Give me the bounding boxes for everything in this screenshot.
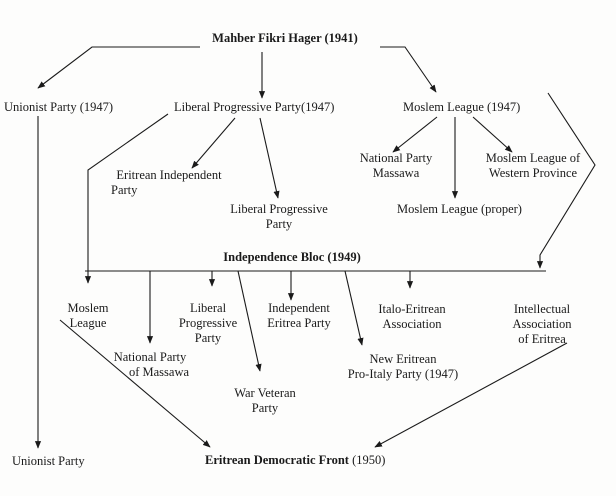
node-line: Pro-Italy Party (1947) — [347, 367, 459, 381]
edge-moslem-to-western — [472, 116, 513, 153]
node-line: War Veteran — [234, 386, 296, 400]
node-eritrean-democratic-front: Eritrean Democratic Front (1950) — [205, 453, 385, 468]
node-line: Party — [194, 331, 222, 345]
edge-liberal-to-liberal-progressive — [259, 117, 280, 199]
edge-intellectual-to-edf — [374, 342, 568, 448]
edge-bloc-to-new-eritrean — [344, 270, 364, 346]
node-bloc-national-party: National Party of Massawa — [100, 350, 200, 380]
node-line: League — [69, 316, 107, 330]
node-independence-bloc: Independence Bloc (1949) — [207, 250, 377, 265]
node-national-party-massawa: National Party Massawa — [346, 151, 446, 181]
node-moslem-league-proper: Moslem League (proper) — [397, 202, 522, 217]
node-line: Progressive — [178, 316, 238, 330]
edf-year: (1950) — [348, 453, 386, 467]
edge-moslem-to-intellectual — [536, 92, 596, 269]
node-line: New Eritrean — [369, 352, 437, 366]
edge-bloc-to-war-veteran — [237, 270, 262, 372]
node-line: Massawa — [372, 166, 420, 180]
edge-moslem-to-national-party — [392, 116, 438, 153]
node-line: Moslem League of — [485, 151, 581, 165]
edge-liberal-to-bloc-moslem — [84, 113, 169, 284]
node-line: Party — [265, 217, 293, 231]
edge-mahber-to-moslem — [380, 46, 437, 93]
node-line: of Massawa — [128, 365, 190, 379]
node-bloc-moslem-league: Moslem League — [58, 301, 118, 331]
node-line: Liberal Progressive Party(1947) — [174, 100, 335, 114]
node-line: Liberal — [189, 301, 227, 315]
node-line: Unionist Party — [12, 454, 85, 468]
node-line: Party — [111, 183, 138, 197]
node-unionist-party-1947: Unionist Party (1947) — [4, 100, 113, 115]
node-liberal-progressive-1947: Liberal Progressive Party(1947) — [174, 100, 334, 115]
node-line: Moslem League (1947) — [403, 100, 521, 114]
node-line: Moslem — [67, 301, 109, 315]
node-war-veteran-party: War Veteran Party — [225, 386, 305, 416]
node-intellectual-association: Intellectual Association of Eritrea — [492, 302, 592, 347]
node-line: Independence Bloc (1949) — [223, 250, 361, 264]
node-line: Western Province — [488, 166, 578, 180]
node-line: National Party — [113, 350, 187, 364]
edge-liberal-to-eritrean-independent — [191, 117, 236, 169]
edf-name: Eritrean Democratic Front — [205, 453, 349, 467]
node-bloc-liberal-progressive: Liberal Progressive Party — [165, 301, 251, 346]
node-line: Unionist Party (1947) — [4, 100, 114, 114]
node-line: National Party — [359, 151, 433, 165]
node-eritrean-independent-party: Eritrean Independent Party — [103, 168, 235, 198]
node-line: Association — [512, 317, 572, 331]
node-new-eritrean-pro-italy: New Eritrean Pro-Italy Party (1947) — [333, 352, 473, 382]
node-line: Mahber Fikri Hager (1941) — [212, 31, 358, 45]
node-mahber-fikri-hager: Mahber Fikri Hager (1941) — [195, 31, 375, 46]
node-line: Italo-Eritrean — [378, 302, 446, 316]
node-line: Association — [382, 317, 442, 331]
node-line: Eritrea Party — [267, 316, 331, 330]
node-liberal-progressive-party: Liberal Progressive Party — [213, 202, 345, 232]
node-line: Intellectual — [513, 302, 571, 316]
node-moslem-league-1947: Moslem League (1947) — [403, 100, 520, 115]
node-line: Eritrean Independent — [116, 168, 222, 182]
node-line: Moslem League (proper) — [397, 202, 522, 216]
node-moslem-league-western-province: Moslem League of Western Province — [467, 151, 599, 181]
node-line: Liberal Progressive — [230, 202, 328, 216]
node-bloc-independent-eritrea: Independent Eritrea Party — [253, 301, 345, 331]
edge-moslem-league-to-edf — [59, 319, 211, 448]
node-unionist-party: Unionist Party — [12, 454, 85, 469]
edge-mahber-to-unionist — [37, 46, 200, 89]
node-line: Independent — [268, 301, 330, 315]
node-line: Party — [251, 401, 279, 415]
node-line: of Eritrea — [518, 332, 566, 346]
node-italo-eritrean-association: Italo-Eritrean Association — [362, 302, 462, 332]
